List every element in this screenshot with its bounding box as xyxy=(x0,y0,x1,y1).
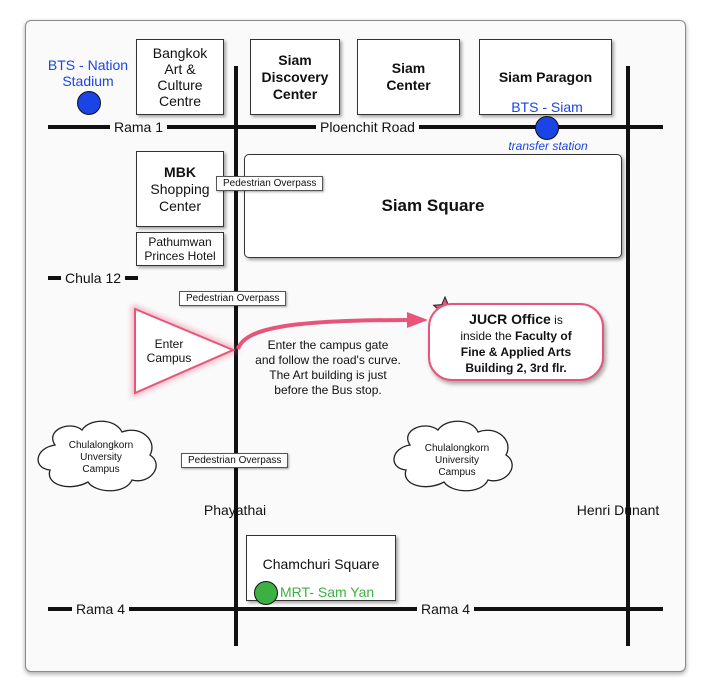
henri-dunant-road xyxy=(626,66,630,646)
route-arrowhead xyxy=(407,312,428,328)
henri-dunant-label: Henri Dunant xyxy=(576,502,660,518)
chula12-label: Chula 12 xyxy=(61,270,126,286)
siam-center-line1: Siam xyxy=(391,60,426,76)
bacc-building: Bangkok Art & Culture Centre xyxy=(136,39,224,115)
enter-line1: Enter xyxy=(154,337,184,351)
mbk-title: MBK xyxy=(164,163,196,180)
pathumwan-hotel: Pathumwan Princes Hotel xyxy=(136,232,224,266)
campus-cloud-left xyxy=(37,420,157,492)
phayathai-road xyxy=(234,66,238,646)
directions-line2: and follow the road's curve. xyxy=(255,353,401,367)
office-title: JUCR Office xyxy=(469,311,551,327)
office-line2: inside the Faculty of xyxy=(430,328,602,344)
siam-discovery-line1: Siam xyxy=(278,51,312,68)
route-curve-arrow xyxy=(236,318,411,350)
bts-siam-label: BTS - Siam xyxy=(511,99,583,115)
siam-square-label: Siam Square xyxy=(381,196,485,215)
campus-right-line3: Campus xyxy=(438,467,476,478)
rama1-label: Rama 1 xyxy=(110,119,168,135)
campus-left-line2: Unversity xyxy=(80,452,122,463)
siam-paragon-label: Siam Paragon xyxy=(498,69,593,85)
directions-line3: The Art building is just xyxy=(269,368,387,382)
rama4-label-left: Rama 4 xyxy=(72,601,130,617)
office-inside: inside the xyxy=(460,329,516,343)
rama4-label-right: Rama 4 xyxy=(417,601,475,617)
campus-right-line2: University xyxy=(435,455,479,466)
campus-left-label: Chulalongkorn Unversity Campus xyxy=(58,440,144,476)
office-line4: Building 2, 3rd flr. xyxy=(465,361,567,375)
bacc-line4: Centre xyxy=(158,93,201,109)
siam-paragon-building: Siam Paragon xyxy=(479,39,612,115)
phayathai-label: Phayathai xyxy=(203,502,267,518)
bts-nation-line1: BTS - Nation xyxy=(47,57,129,73)
campus-left-line1: Chulalongkorn xyxy=(68,440,134,451)
mbk-line3: Center xyxy=(158,197,201,214)
siam-square: Siam Square xyxy=(244,154,622,258)
jucr-office-callout: JUCR Office is inside the Faculty of Fin… xyxy=(428,303,604,381)
pathumwan-line1: Pathumwan xyxy=(148,235,212,249)
ploenchit-label: Ploenchit Road xyxy=(316,119,419,135)
bacc-line3: Culture xyxy=(157,77,203,93)
campus-right-line1: Chulalongkorn xyxy=(424,443,490,454)
bts-siam-marker xyxy=(535,116,559,140)
chamchuri-label: Chamchuri Square xyxy=(262,556,380,572)
siam-discovery-building: Siam Discovery Center xyxy=(250,39,340,115)
enter-campus-label: Enter Campus xyxy=(138,337,200,365)
mbk-line2: Shopping xyxy=(150,180,210,197)
directions-text: Enter the campus gate and follow the roa… xyxy=(238,338,418,398)
office-faculty: Faculty of xyxy=(515,329,572,343)
siam-center-building: Siam Center xyxy=(357,39,460,115)
pathumwan-line2: Princes Hotel xyxy=(144,249,216,263)
mrt-samyan-marker xyxy=(254,581,278,605)
bts-nation-label: BTS - Nation Stadium xyxy=(38,57,138,89)
rama4-road xyxy=(48,607,663,611)
directions-line1: Enter the campus gate xyxy=(267,338,389,352)
pedestrian-overpass-3: Pedestrian Overpass xyxy=(181,453,289,468)
enter-campus-triangle xyxy=(134,307,236,395)
office-line3: Fine & Applied Arts xyxy=(460,345,572,359)
mrt-samyan-label: MRT- Sam Yan xyxy=(280,584,375,600)
transfer-station-label: transfer station xyxy=(508,139,588,153)
enter-line2: Campus xyxy=(146,351,192,365)
campus-left-line3: Campus xyxy=(82,464,120,475)
campus-cloud-right xyxy=(393,420,513,492)
office-line1: JUCR Office is xyxy=(430,311,602,328)
siam-discovery-line2: Discovery xyxy=(261,68,329,85)
bacc-line2: Art & xyxy=(164,61,196,77)
pedestrian-overpass-2: Pedestrian Overpass xyxy=(179,291,287,306)
pedestrian-overpass-1: Pedestrian Overpass xyxy=(216,176,324,191)
siam-discovery-line3: Center xyxy=(272,85,318,102)
campus-right-label: Chulalongkorn University Campus xyxy=(414,443,500,479)
bacc-line1: Bangkok xyxy=(152,45,208,61)
office-is: is xyxy=(550,313,563,327)
bts-nation-stadium-marker xyxy=(77,91,101,115)
mbk-building: MBK Shopping Center xyxy=(136,151,224,227)
bts-nation-line2: Stadium xyxy=(62,73,114,89)
directions-line4: before the Bus stop. xyxy=(274,383,382,397)
siam-center-line2: Center xyxy=(386,77,431,93)
